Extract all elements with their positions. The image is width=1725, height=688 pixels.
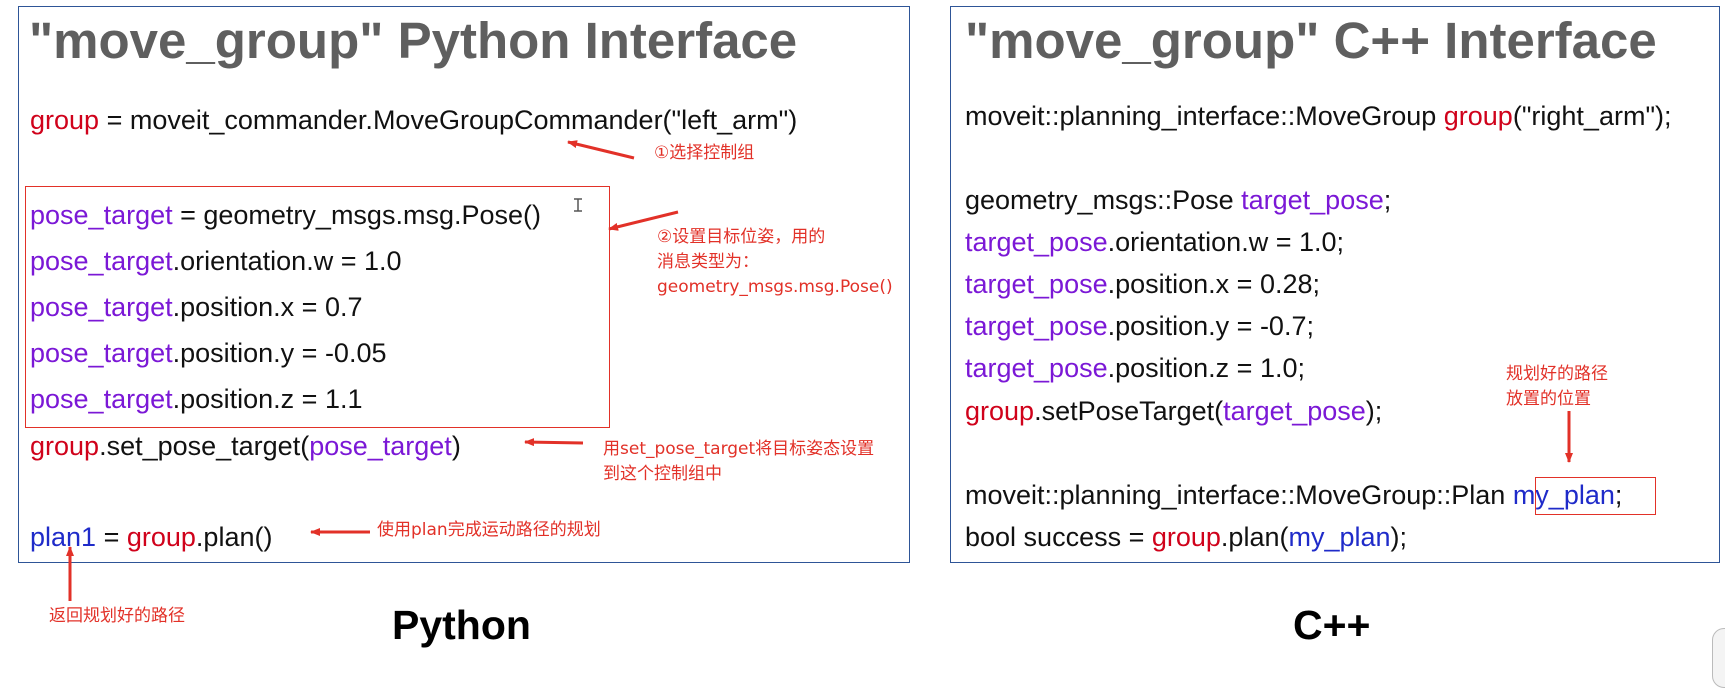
cpp-line-pose-decl: geometry_msgs::Pose target_pose; bbox=[965, 184, 1391, 216]
python-pose-highlight-box bbox=[25, 186, 610, 428]
python-line-position-x: pose_target.position.x = 0.7 bbox=[30, 291, 362, 323]
cpp-line-movegroup: moveit::planning_interface::MoveGroup gr… bbox=[965, 100, 1672, 132]
cpp-semicolon: ; bbox=[1614, 480, 1623, 510]
cpp-orientation-w: .orientation.w = 1.0; bbox=[1107, 227, 1345, 257]
python-pose-constructor: = geometry_msgs.msg.Pose() bbox=[172, 200, 541, 230]
scrollbar-handle[interactable] bbox=[1712, 628, 1725, 688]
cpp-group-init: ("right_arm"); bbox=[1512, 101, 1672, 131]
cpp-plan-type: moveit::planning_interface::MoveGroup::P… bbox=[965, 480, 1513, 510]
python-pose-var: pose_target bbox=[30, 292, 173, 322]
cpp-pose-type: geometry_msgs::Pose bbox=[965, 185, 1242, 215]
python-line-position-y: pose_target.position.y = -0.05 bbox=[30, 337, 387, 369]
python-position-y: .position.y = -0.05 bbox=[172, 338, 387, 368]
annotation-set-pose-target-line2: 到这个控制组中 bbox=[603, 464, 722, 484]
python-line-set-target: group.set_pose_target(pose_target) bbox=[30, 430, 461, 462]
cpp-pose-arg: target_pose bbox=[1223, 396, 1366, 426]
annotation-plan-location-line2: 放置的位置 bbox=[1506, 389, 1591, 409]
cpp-line-set-target: group.setPoseTarget(target_pose); bbox=[965, 395, 1382, 427]
python-group-var: group bbox=[30, 105, 100, 135]
arrow-icon bbox=[567, 140, 635, 160]
annotation-set-pose-line2: 消息类型为： bbox=[657, 252, 759, 272]
annotation-set-pose-target-line1: 用set_pose_target将目标姿态设置 bbox=[603, 439, 875, 459]
cpp-my-plan-highlight-box bbox=[1535, 477, 1656, 515]
python-position-x: .position.x = 0.7 bbox=[172, 292, 363, 322]
python-line-plan: plan1 = group.plan() bbox=[30, 521, 272, 553]
arrow-icon bbox=[608, 210, 679, 231]
python-set-pose-call: .set_pose_target( bbox=[99, 431, 310, 461]
python-pose-var: pose_target bbox=[30, 200, 173, 230]
cpp-set-pose-call: .setPoseTarget( bbox=[1034, 396, 1224, 426]
text-cursor-icon bbox=[574, 198, 582, 212]
cpp-group-var: group bbox=[1443, 101, 1513, 131]
python-line-pose: pose_target = geometry_msgs.msg.Pose() bbox=[30, 199, 541, 231]
cpp-position-y: .position.y = -0.7; bbox=[1107, 311, 1314, 341]
cpp-bool-success: bool success = bbox=[965, 522, 1152, 552]
cpp-position-z: .position.z = 1.0; bbox=[1107, 353, 1305, 383]
annotation-return-plan: 返回规划好的路径 bbox=[49, 606, 185, 626]
python-line-position-z: pose_target.position.z = 1.1 bbox=[30, 383, 362, 415]
cpp-line-position-y: target_pose.position.y = -0.7; bbox=[965, 310, 1314, 342]
arrow-icon bbox=[524, 438, 584, 447]
cpp-line-orientation: target_pose.orientation.w = 1.0; bbox=[965, 226, 1344, 258]
python-group-var: group bbox=[30, 431, 100, 461]
cpp-pose-var: target_pose bbox=[965, 227, 1108, 257]
python-pose-arg: pose_target bbox=[309, 431, 452, 461]
python-group-var: group bbox=[126, 522, 196, 552]
cpp-group-var: group bbox=[1151, 522, 1221, 552]
annotation-select-group: ①选择控制组 bbox=[654, 143, 755, 163]
cpp-line-position-x: target_pose.position.x = 0.28; bbox=[965, 268, 1320, 300]
annotation-plan-location: 规划好的路径 放置的位置 bbox=[1506, 362, 1608, 412]
cpp-pose-var: target_pose bbox=[965, 353, 1108, 383]
python-line-group: group = moveit_commander.MoveGroupComman… bbox=[30, 104, 797, 136]
cpp-interface-panel: "move_group" C++ Interface moveit::plann… bbox=[950, 6, 1720, 563]
python-close-paren: ) bbox=[451, 431, 461, 461]
python-line-orientation: pose_target.orientation.w = 1.0 bbox=[30, 245, 402, 277]
annotation-set-pose-line3: geometry_msgs.msg.Pose() bbox=[657, 277, 893, 297]
annotation-plan: 使用plan完成运动路径的规划 bbox=[377, 520, 601, 540]
annotation-set-pose: ②设置目标位姿，用的 消息类型为： geometry_msgs.msg.Pose… bbox=[657, 225, 893, 300]
cpp-plan-call: .plan( bbox=[1220, 522, 1289, 552]
cpp-call-end: ); bbox=[1390, 522, 1408, 552]
python-interface-panel: "move_group" Python Interface group = mo… bbox=[18, 6, 910, 563]
cpp-line-position-z: target_pose.position.z = 1.0; bbox=[965, 352, 1305, 384]
annotation-plan-location-line1: 规划好的路径 bbox=[1506, 364, 1608, 384]
cpp-line-success: bool success = group.plan(my_plan); bbox=[965, 521, 1407, 553]
python-commander-call: = moveit_commander.MoveGroupCommander("l… bbox=[99, 105, 798, 135]
python-caption: Python bbox=[392, 602, 531, 648]
python-pose-var: pose_target bbox=[30, 338, 173, 368]
cpp-title: "move_group" C++ Interface bbox=[965, 12, 1657, 69]
cpp-pose-var: target_pose bbox=[1241, 185, 1384, 215]
cpp-group-var: group bbox=[965, 396, 1035, 426]
python-orientation-w: .orientation.w = 1.0 bbox=[172, 246, 402, 276]
python-position-z: .position.z = 1.1 bbox=[172, 384, 363, 414]
cpp-semicolon: ; bbox=[1383, 185, 1392, 215]
cpp-caption: C++ bbox=[1293, 602, 1371, 648]
cpp-my-plan-var: my_plan bbox=[1512, 480, 1615, 510]
python-plan1-var: plan1 bbox=[30, 522, 97, 552]
cpp-movegroup-type: moveit::planning_interface::MoveGroup bbox=[965, 101, 1444, 131]
annotation-set-pose-line1: ②设置目标位姿，用的 bbox=[657, 227, 826, 247]
annotation-set-pose-target: 用set_pose_target将目标姿态设置 到这个控制组中 bbox=[603, 437, 874, 487]
cpp-line-plan-decl: moveit::planning_interface::MoveGroup::P… bbox=[965, 479, 1622, 511]
cpp-position-x: .position.x = 0.28; bbox=[1107, 269, 1320, 299]
cpp-call-end: ); bbox=[1365, 396, 1383, 426]
python-pose-var: pose_target bbox=[30, 246, 173, 276]
python-title: "move_group" Python Interface bbox=[29, 12, 798, 69]
python-equals: = bbox=[96, 522, 127, 552]
cpp-my-plan-arg: my_plan bbox=[1288, 522, 1391, 552]
python-pose-var: pose_target bbox=[30, 384, 173, 414]
cpp-pose-var: target_pose bbox=[965, 311, 1108, 341]
cpp-pose-var: target_pose bbox=[965, 269, 1108, 299]
python-plan-call: .plan() bbox=[195, 522, 273, 552]
